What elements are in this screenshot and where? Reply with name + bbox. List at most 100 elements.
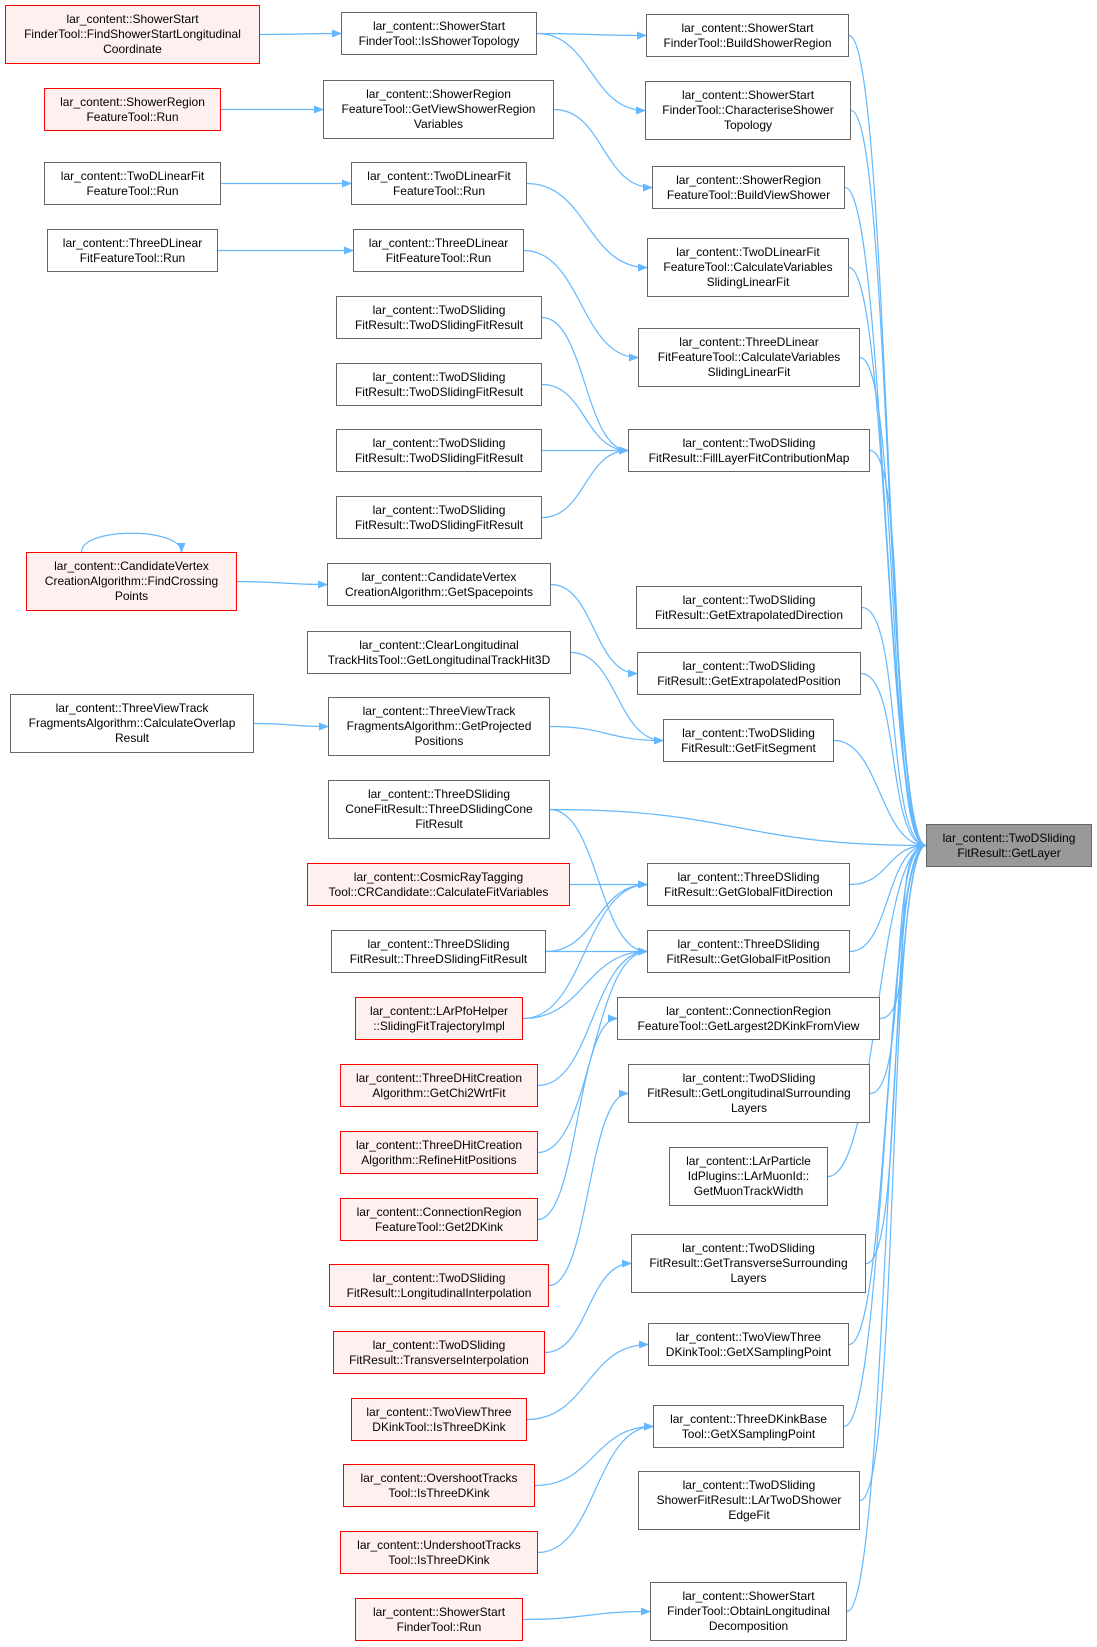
edge-r8-to-t — [860, 672, 927, 850]
node-label-line: FitResult::FillLayerFitContributionMap — [648, 450, 850, 465]
edge-m16-to-r11 — [537, 947, 648, 1087]
node-label-line: Points — [114, 589, 149, 603]
edge-m9-to-r8 — [550, 583, 638, 678]
edge-m19-to-r13 — [548, 1089, 629, 1287]
node-label-line: FeatureTool::Get2DKink — [374, 1219, 504, 1234]
edge-m1-to-r1 — [536, 31, 647, 40]
node-label-line: lar_content::ThreeDLinear — [679, 335, 819, 349]
node-label-line: FragmentsAlgorithm::GetProjected — [346, 719, 532, 733]
node-label-line: lar_content::CandidateVertex — [361, 569, 517, 584]
node-label-line: lar_content::ThreeDLinear — [62, 235, 203, 250]
node-label-line: Variables — [413, 117, 464, 131]
node-label-line: FitFeatureTool::Run — [385, 250, 492, 265]
node-label-line: Tool::GetXSamplingPoint — [681, 1426, 816, 1441]
node-label-line: lar_content::TwoDSliding — [372, 502, 506, 517]
node-label-line: FeatureTool::Run — [86, 109, 179, 124]
node-label-line: FitResult::TwoDSlidingFitResult — [354, 317, 524, 332]
edge-r5-to-t — [859, 356, 927, 850]
edge-m11-to-r9 — [549, 725, 664, 745]
node-label-line: lar_content::LArPfoHelper — [369, 1003, 509, 1018]
node-sliding-fit-trajectory-impl[interactable]: lar_content::LArPfoHelper::SlidingFitTra… — [355, 997, 523, 1040]
node-label-line: Coordinate — [103, 42, 162, 56]
node-label-line: Tool::IsThreeDKink — [388, 1485, 490, 1500]
node-label-line: SlidingLinearFit — [706, 275, 790, 289]
node-label-line: Layers — [730, 1101, 768, 1115]
node-label-line: lar_content::TwoDSliding — [682, 1478, 816, 1492]
node-label-line: FitResult::GetExtrapolatedPosition — [657, 673, 841, 688]
node-label-line: lar_content::ShowerStart — [682, 1589, 815, 1603]
node-label-line: FitResult::LongitudinalInterpolation — [346, 1285, 532, 1300]
edge-m18-to-r12 — [537, 1014, 618, 1221]
node-label-line: lar_content::ShowerStart — [681, 88, 815, 102]
node-label-line: FitResult::TransverseInterpolation — [349, 1352, 529, 1367]
node-label-line: lar_content::ShowerRegion — [60, 94, 205, 109]
node-label-line: IdPlugins::LArMuonId:: — [687, 1169, 810, 1183]
node-label-line: lar_content::TwoDLinearFit — [60, 168, 205, 183]
node-label-line: GetMuonTrackWidth — [693, 1184, 804, 1198]
edge-m21-to-r16 — [526, 1340, 649, 1421]
node-label-line: lar_content::LArParticle — [686, 1154, 811, 1168]
node-label-line: CreationAlgorithm::FindCrossing — [44, 574, 219, 588]
